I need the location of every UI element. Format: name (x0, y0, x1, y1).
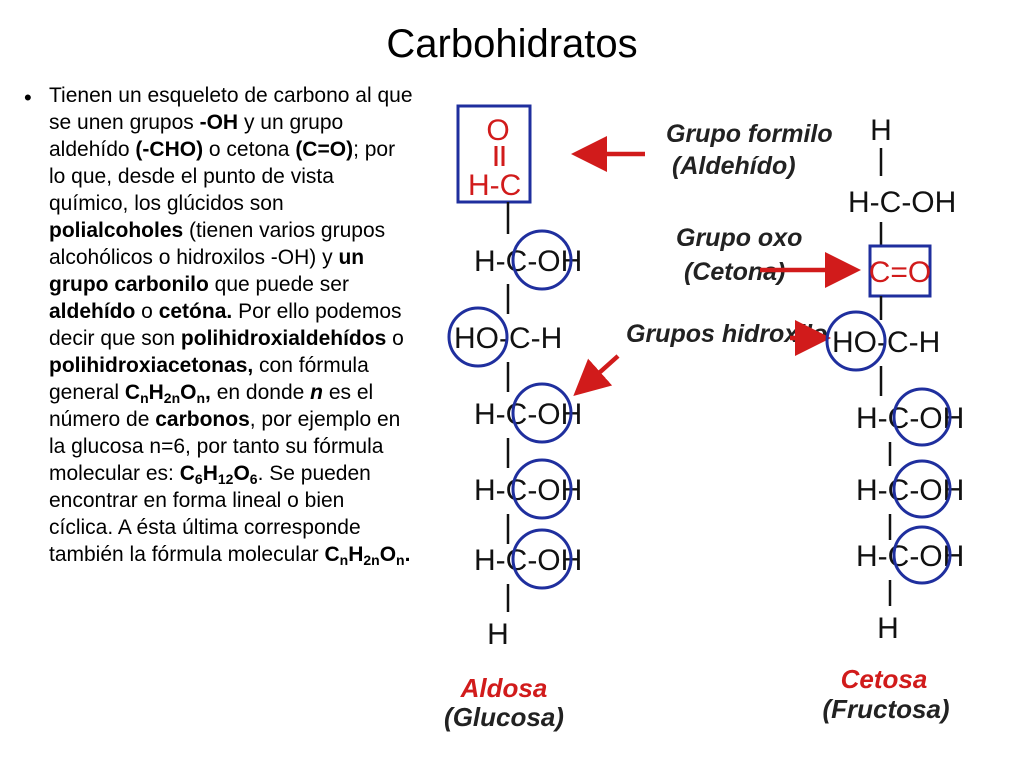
ketose-carbonyl: C=O (869, 256, 932, 289)
structures-diagram: O H-C H-C-OH HO-C-H H-C-OH H-C-OH H-C-OH… (444, 104, 964, 732)
ketose-row1: H-C-OH (848, 186, 956, 219)
bold-text-run: O (180, 381, 197, 404)
annotations: Grupo formilo (Aldehído) Grupo oxo (Ceto… (571, 120, 861, 397)
text-run: Por ello podemos decir que son (49, 300, 402, 350)
bold-text-run: carbonos (155, 408, 250, 431)
text-run: y un grupo aldehído (49, 111, 344, 161)
bold-text-run: (C=O) (295, 138, 354, 161)
label-grupo-formilo: Grupo formilo (666, 120, 833, 148)
hydroxyl-circle (511, 528, 573, 590)
text-run: ; por lo que, desde el punto de vista qu… (49, 138, 396, 215)
label-grupos-hidroxilo: Grupos hidroxilo (626, 320, 827, 348)
carbohydrate-structures-figure: O H-C H-C-OH HO-C-H H-C-OH H-C-OH H-C-OH… (440, 94, 1000, 740)
bold-text-run: C (324, 543, 340, 566)
hydroxyl-circle (825, 310, 887, 372)
hydroxyl-circle (511, 229, 573, 291)
ketose-structure: H H-C-OH C=O HO-C-H H-C-OH H-C-OH H-C-OH… (822, 114, 964, 724)
hydroxyl-circle (892, 459, 952, 519)
aldose-oxygen: O (486, 114, 509, 147)
ketose-top-h: H (870, 114, 892, 147)
formula-subscript: n (396, 552, 405, 568)
text-run: o (135, 300, 159, 323)
bold-text-run: cetóna. (158, 300, 233, 323)
text-run: o (386, 327, 404, 350)
formula-subscript: n (140, 390, 149, 406)
bold-text-run: polihidroxiacetonas, (49, 354, 254, 377)
aldose-hc: H-C (468, 169, 521, 202)
bold-text-run: H (348, 543, 364, 566)
label-aldehido: (Aldehído) (672, 152, 796, 180)
bold-text-run: -OH (199, 111, 239, 134)
text-run: en donde (210, 381, 311, 404)
bold-text-run: , (205, 381, 211, 404)
aldehyde-group-box (456, 104, 532, 204)
hydroxyl-circle (892, 387, 952, 447)
formula-subscript: n (339, 552, 349, 568)
bold-text-run: polihidroxialdehídos (180, 327, 387, 350)
bullet-marker: • (24, 85, 32, 110)
hydroxyl-circle (447, 306, 509, 368)
ketose-caption-example: (Fructosa) (822, 694, 949, 724)
aldose-row: H-C-OH (474, 398, 582, 431)
bold-text-run: (-CHO) (135, 138, 204, 161)
aldose-caption-example: (Glucosa) (444, 702, 564, 732)
text-run: es el número de (49, 381, 374, 431)
bold-text-run: aldehído (49, 300, 136, 323)
ketose-caption-name: Cetosa (841, 664, 928, 694)
aldose-structure: O H-C H-C-OH HO-C-H H-C-OH H-C-OH H-C-OH… (444, 104, 582, 732)
bullet-paragraph: Tienen un esqueleto de carbono al que se… (49, 82, 414, 568)
formula-subscript: n (196, 390, 206, 406)
formula-subscript: 6 (194, 471, 203, 487)
hydroxyl-circle (511, 458, 573, 520)
formula-subscript: 2n (163, 390, 181, 406)
bold-text-run: C (179, 462, 195, 485)
bold-text-run: polialcoholes (49, 219, 184, 242)
text-run: (tienen varios grupos alcohólicos o hidr… (49, 219, 386, 269)
bold-text-run: . (404, 543, 411, 566)
text-run: Tienen un esqueleto de carbono al que se… (49, 84, 413, 134)
formula-subscript: 12 (217, 471, 234, 487)
bold-text-run: H (148, 381, 164, 404)
text-run: . Se pueden encontrar en forma lineal o … (49, 462, 371, 566)
text-run: , por ejemplo en la glucosa n=6, por tan… (49, 408, 401, 485)
text-run: que puede ser (208, 273, 349, 296)
hydroxyl-circle (892, 525, 952, 585)
label-grupo-oxo: Grupo oxo (676, 224, 802, 252)
aldose-caption-name: Aldosa (460, 673, 548, 703)
aldose-row: H-C-OH (474, 474, 582, 507)
text-run: con fórmula general (49, 354, 369, 404)
formula-subscript: 2n (363, 552, 380, 568)
bold-text-run: un grupo carbonilo (49, 246, 365, 296)
arrow-hidroxilo-aldose (573, 354, 620, 397)
bold-text-run: O (233, 462, 250, 485)
ketose-bottom-h: H (877, 612, 899, 645)
bold-text-run: C (124, 381, 141, 404)
bold-text-run: H (202, 462, 218, 485)
aldose-bottom-h: H (487, 618, 509, 651)
hydroxyl-circle (511, 382, 573, 444)
bold-text-run: n (310, 381, 323, 404)
aldose-row: H-C-OH (474, 245, 582, 278)
text-run: o cetona (203, 138, 296, 161)
formula-subscript: 6 (249, 471, 258, 487)
aldose-row: H-C-OH (474, 544, 582, 577)
slide-title: Carbohidratos (386, 22, 638, 66)
ketone-group-box (868, 244, 932, 298)
bold-text-run: O (379, 543, 397, 566)
